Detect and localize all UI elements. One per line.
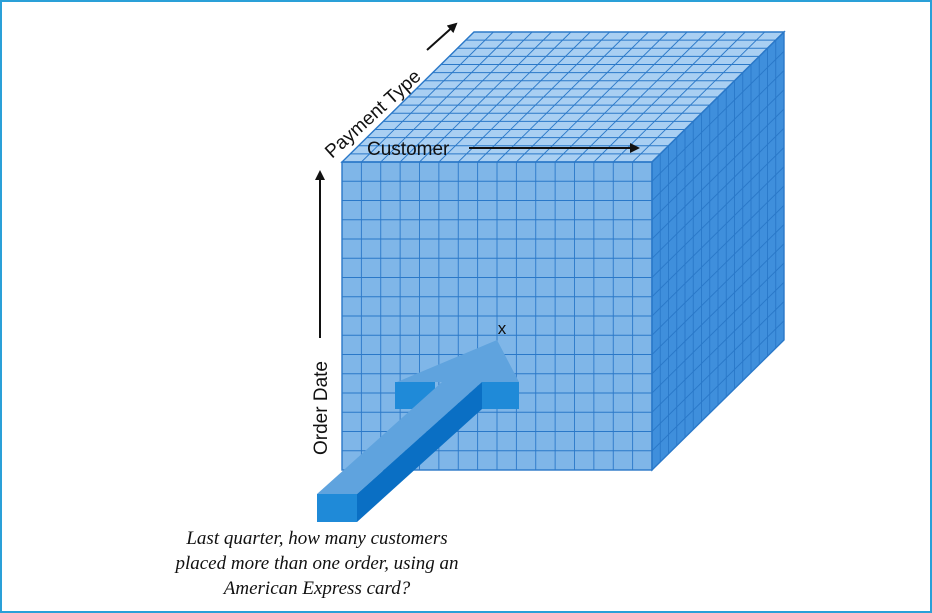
side-grid-line (651, 204, 785, 336)
target-cell-marker: x (498, 319, 507, 338)
side-grid-line (651, 320, 785, 452)
side-grid-line (651, 281, 785, 413)
query-caption: Last quarter, how many customers placed … (152, 526, 482, 601)
side-grid-line (651, 301, 785, 432)
cube-outline (340, 30, 786, 472)
side-grid-line (651, 147, 785, 278)
side-grid-line (651, 89, 785, 221)
side-grid-line (651, 108, 785, 240)
side-grid (651, 40, 785, 462)
side-grid-line (651, 243, 785, 375)
arrow-end-face (317, 494, 357, 522)
customer-axis-label: Customer (367, 139, 450, 160)
arrow-shaft-top (317, 382, 482, 494)
arrow-shaft-side (357, 382, 482, 522)
side-grid-line (651, 185, 785, 317)
caption-line-2: placed more than one order, using an (175, 553, 459, 574)
side-grid-line (651, 262, 785, 394)
order-date-axis-label: Order Date (311, 361, 332, 455)
arrow-head-top (397, 340, 519, 382)
side-grid-line (651, 50, 785, 182)
arrow-collar-right (482, 382, 519, 409)
side-grid-line (651, 70, 785, 201)
side-grid-line (651, 224, 785, 355)
caption-line-1: Last quarter, how many customers (186, 528, 448, 549)
payment-type-axis-arrow (426, 22, 458, 51)
side-grid-line (651, 127, 785, 259)
side-grid-line (651, 166, 785, 298)
caption-line-3: American Express card? (223, 578, 411, 599)
query-arrow (317, 340, 519, 522)
top-grid (350, 31, 776, 163)
